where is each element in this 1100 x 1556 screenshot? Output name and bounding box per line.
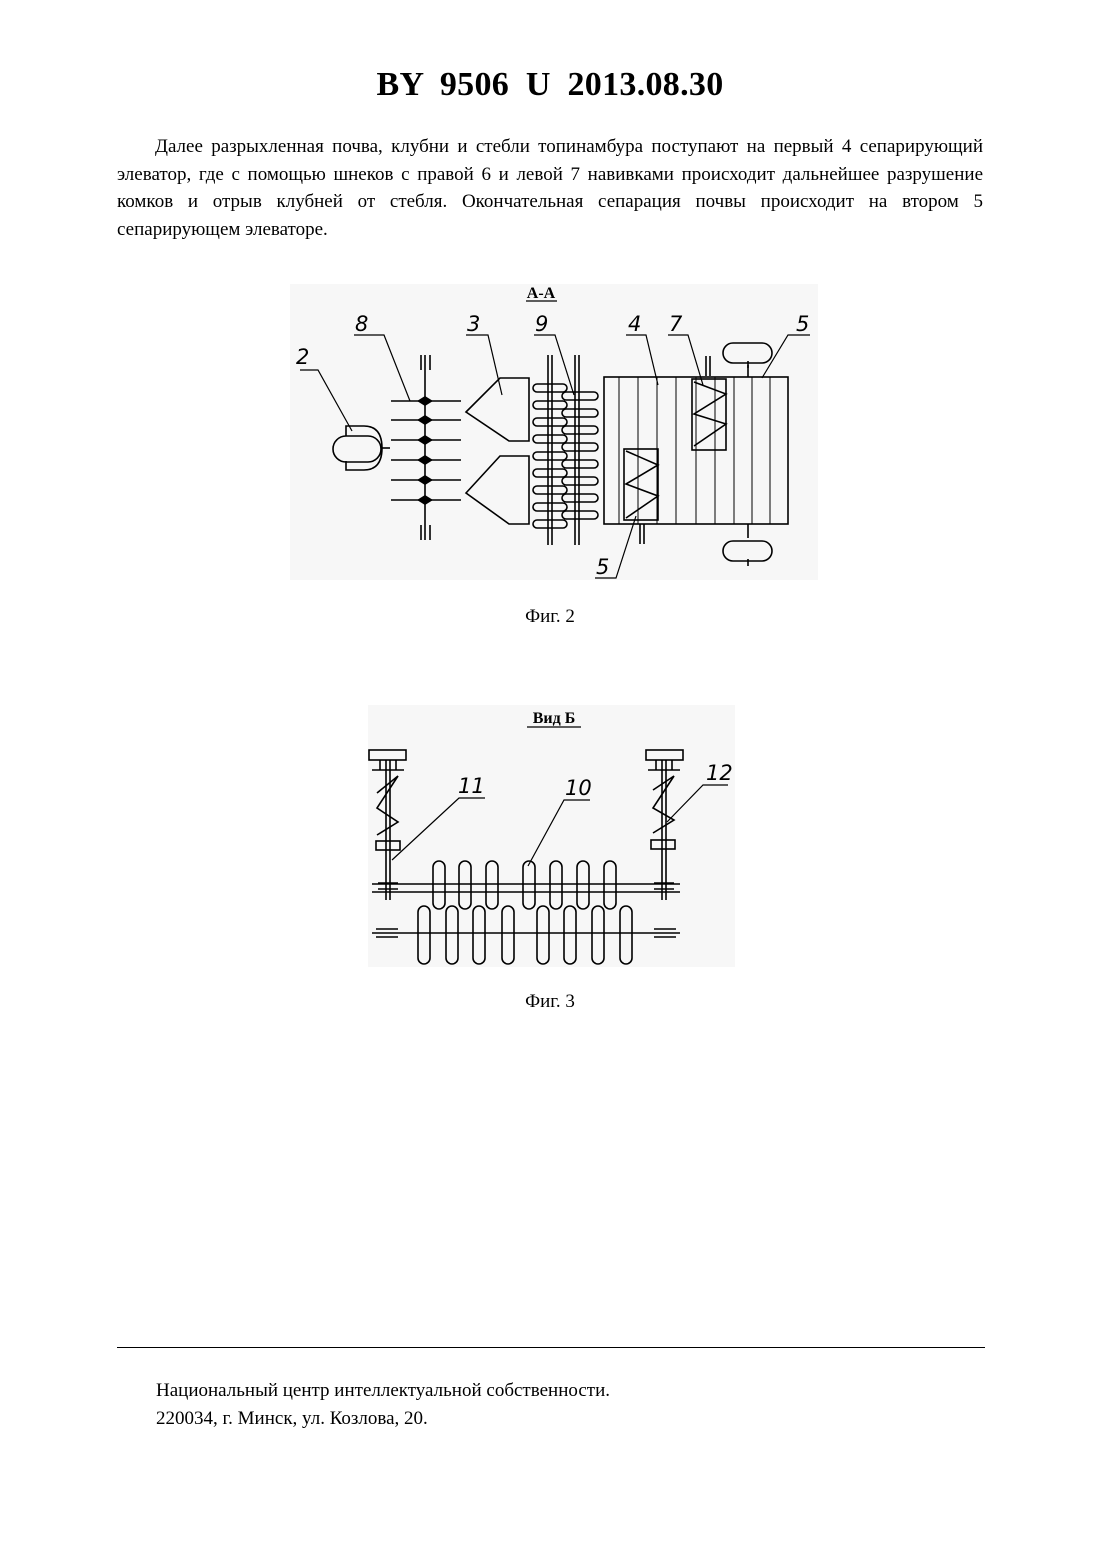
body-paragraph: Далее разрыхленная почва, клубни и стебл… — [117, 133, 983, 243]
callout-11: 11 — [458, 774, 485, 798]
figure-3-caption: Фиг. 3 — [0, 991, 1100, 1013]
leader-7 — [668, 335, 703, 385]
callout-8: 8 — [355, 312, 368, 336]
footer-divider — [117, 1347, 985, 1348]
footer-line-2: 220034, г. Минск, ул. Козлова, 20. — [156, 1405, 610, 1433]
callout-2: 2 — [296, 345, 309, 369]
callout-4: 4 — [628, 312, 641, 336]
figure-2-scan-background — [290, 284, 818, 580]
callout-12: 12 — [706, 761, 733, 785]
leader-3 — [466, 335, 502, 395]
shaft-8-hubs — [417, 396, 433, 505]
leader-9 — [534, 335, 574, 395]
leader-4 — [626, 335, 658, 385]
footer: Национальный центр интеллектуальной собс… — [156, 1377, 610, 1433]
callout-9: 9 — [535, 312, 548, 336]
callout-5-top: 5 — [796, 312, 809, 336]
figure-3-scan-background — [368, 705, 735, 967]
leader-2 — [300, 370, 352, 431]
elevator-4-5 — [604, 343, 788, 566]
figure-3-drawing: Вид Б — [0, 690, 1100, 980]
callout-3: 3 — [467, 312, 480, 336]
leader-5-bottom — [595, 516, 636, 578]
leader-8 — [354, 335, 410, 401]
section-label-a-a: А-А — [527, 285, 556, 302]
document-header: BY 9506 U 2013.08.30 — [0, 66, 1100, 104]
leader-5-top — [762, 335, 810, 378]
digger-share-3 — [466, 378, 529, 524]
callout-5-bottom: 5 — [596, 555, 609, 579]
figure-2-caption: Фиг. 2 — [0, 606, 1100, 628]
shaft-8-assembly — [391, 355, 461, 540]
wheel-left-2 — [333, 426, 390, 470]
footer-line-1: Национальный центр интеллектуальной собс… — [156, 1377, 610, 1405]
figure-3: Вид Б — [0, 690, 1100, 980]
view-label-b: Вид Б — [533, 710, 576, 727]
callout-10: 10 — [565, 776, 592, 800]
callout-7: 7 — [669, 312, 683, 336]
shaft-9-assembly — [533, 355, 598, 545]
